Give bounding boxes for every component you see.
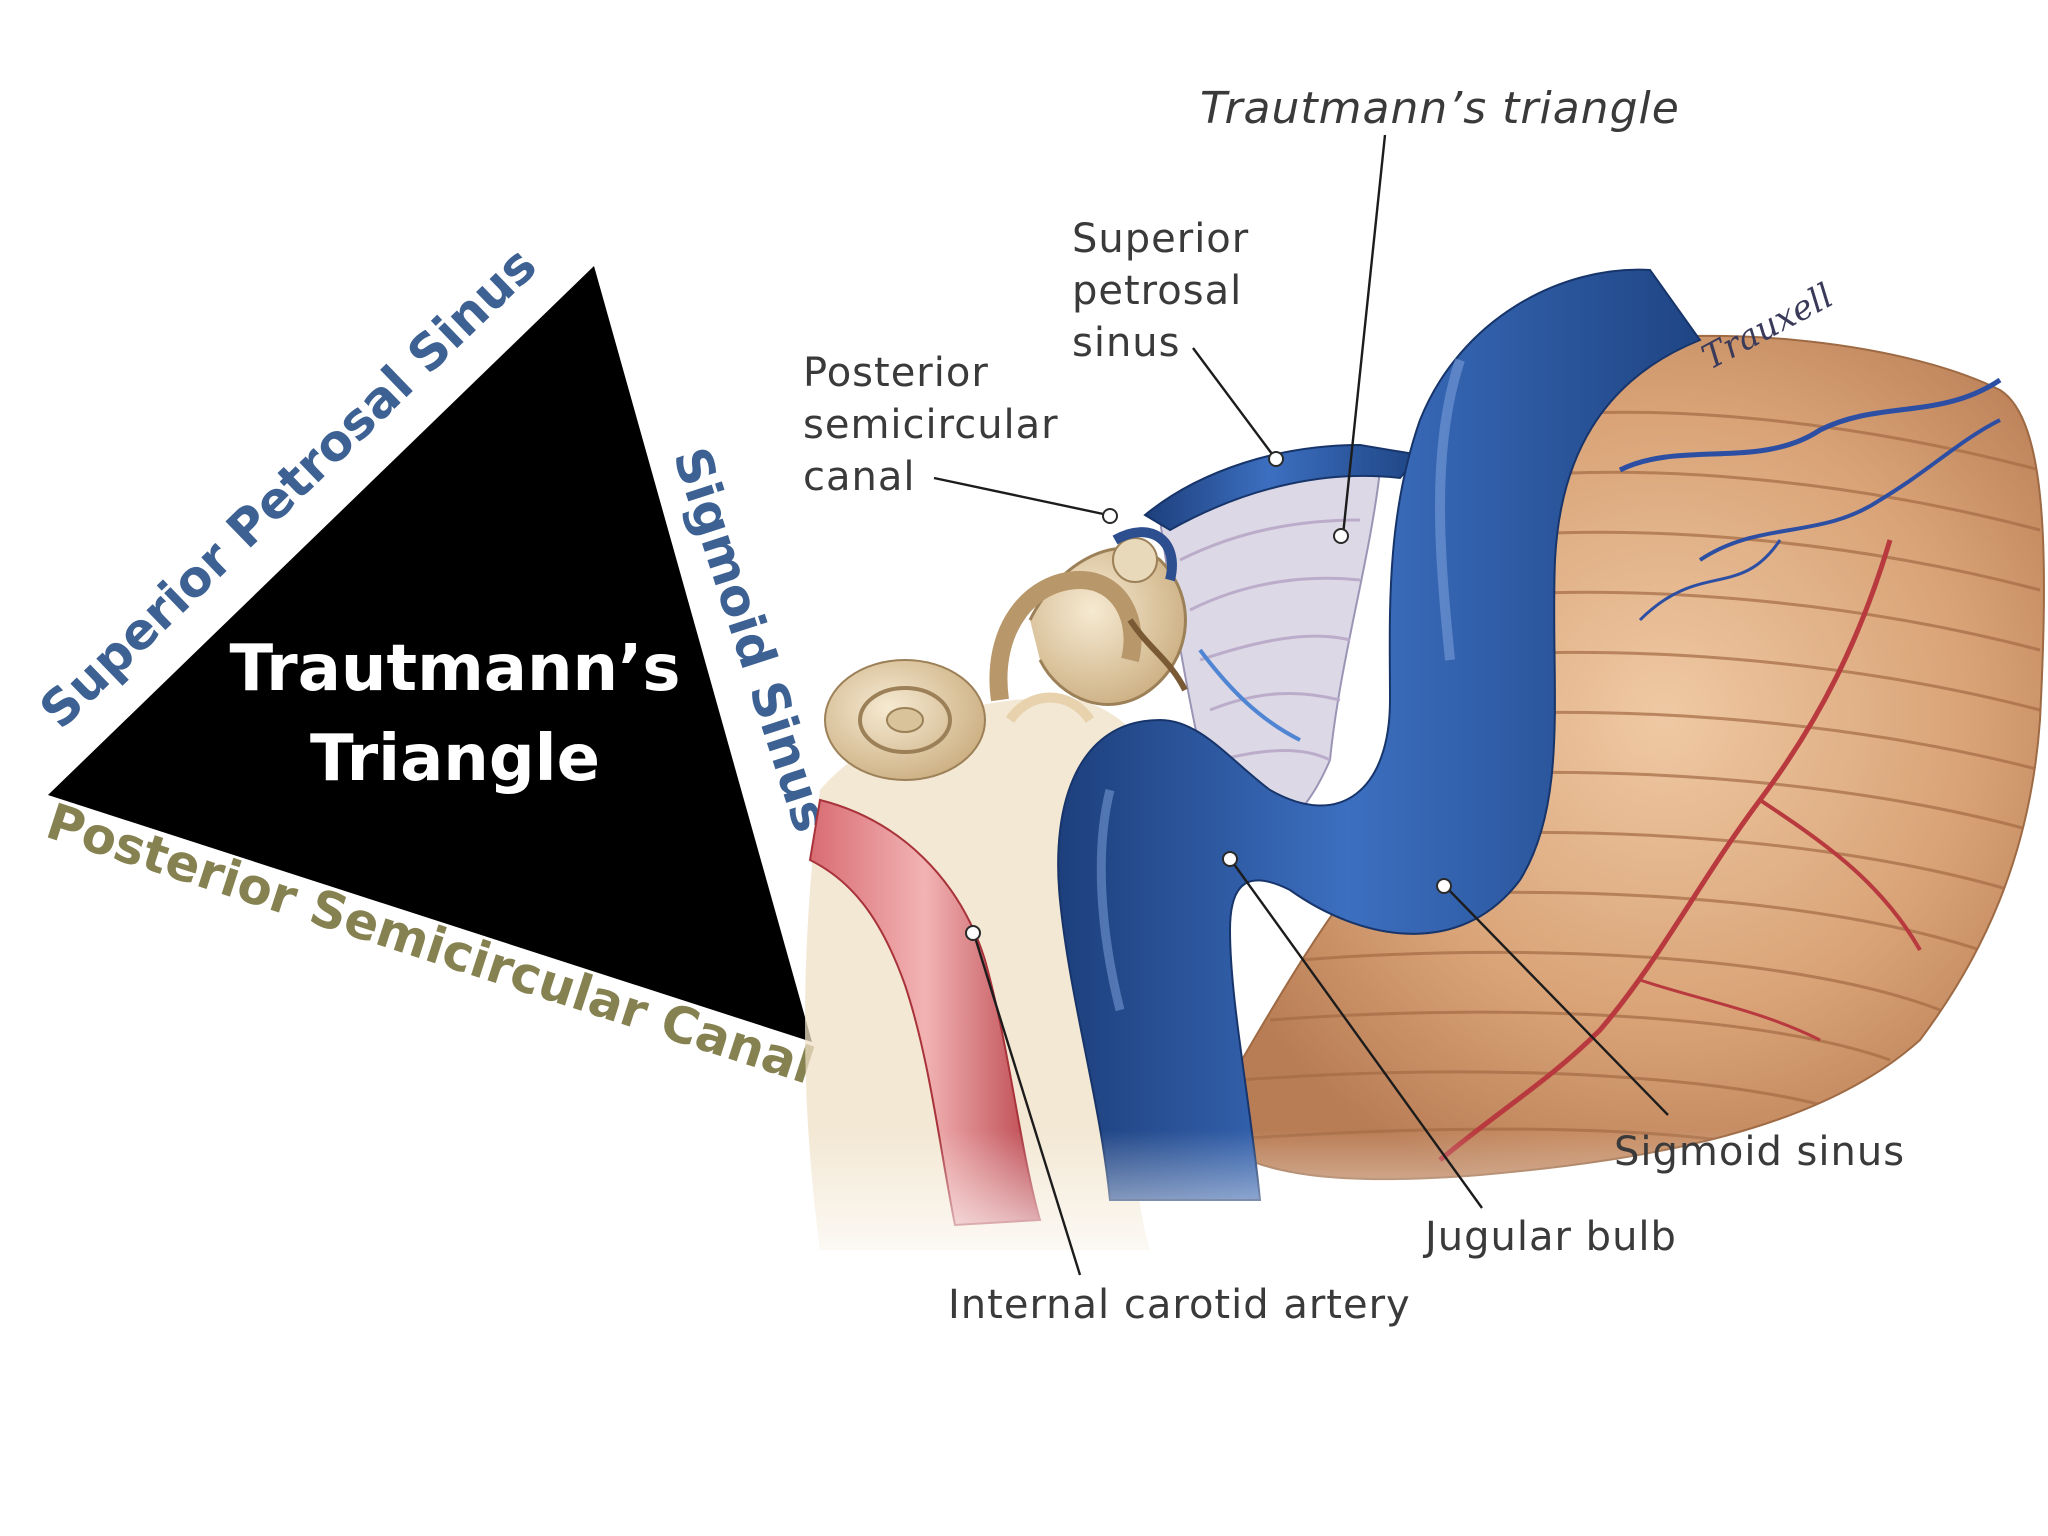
posterior-canal-label-line1: Posterior <box>803 350 989 396</box>
jugular-bulb-label: Jugular bulb <box>1422 1214 1677 1260</box>
illustration-title-label: Trautmann’s triangle <box>1200 83 1680 134</box>
schematic-diagram: Trautmann’s Triangle Superior Petrosal S… <box>29 236 841 1096</box>
trautmann-triangle-pointer-dot <box>1333 528 1349 544</box>
superior-petrosal-label-line2: petrosal <box>1072 268 1242 314</box>
sigmoid-sinus-pointer-dot <box>1436 878 1452 894</box>
leader-lines <box>933 134 1669 1276</box>
schematic-title-line2: Triangle <box>310 722 600 796</box>
internal-carotid-label: Internal carotid artery <box>948 1282 1411 1328</box>
trautmann-schematic-triangle <box>48 266 812 1042</box>
internal-carotid-pointer-dot <box>965 925 981 941</box>
jugular-bulb-pointer-dot <box>1222 851 1238 867</box>
posterior-canal-pointer-dot <box>1102 508 1118 524</box>
superior-petrosal-label-line1: Superior <box>1072 216 1249 262</box>
superior-petrosal-label-line3: sinus <box>1072 320 1181 366</box>
posterior-canal-label-line2: semicircular <box>803 402 1059 448</box>
superior-petrosal-pointer-dot <box>1268 451 1284 467</box>
posterior-canal-label-line3: canal <box>803 454 915 500</box>
bony-labyrinth <box>824 527 1188 781</box>
schematic-title-line1: Trautmann’s <box>230 632 681 706</box>
sigmoid-sinus-label: Sigmoid sinus <box>1614 1129 1905 1175</box>
anatomical-illustration: Trauxell Trautmann’s triangle Superior p… <box>760 83 2048 1328</box>
sigmoid-sinus <box>1057 268 1702 1201</box>
